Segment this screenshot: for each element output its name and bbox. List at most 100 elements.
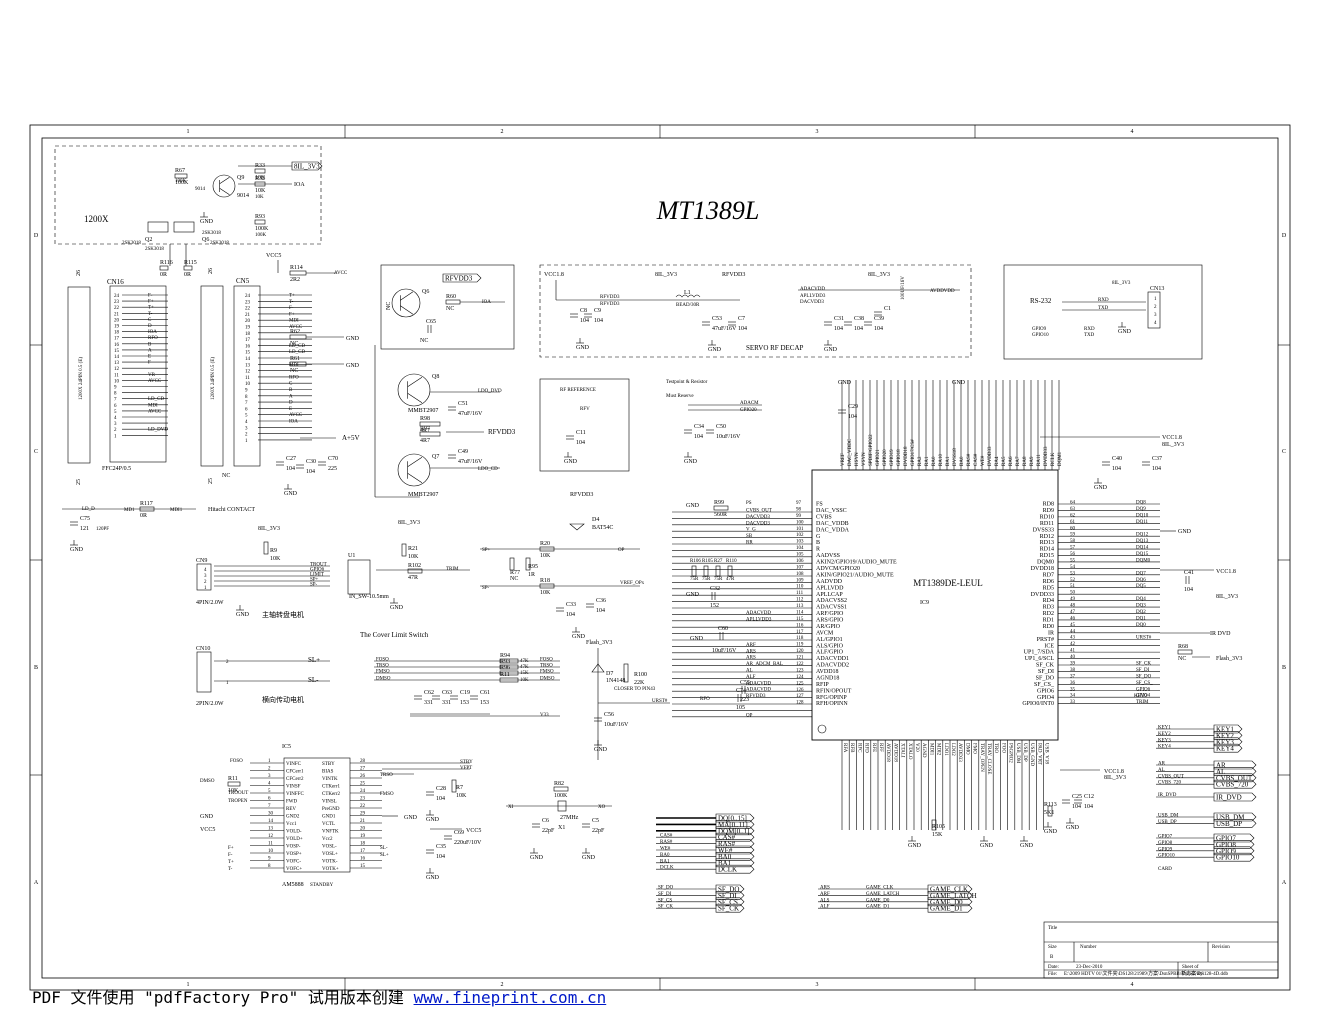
ic9-pin-name-right: SF_CK: [1036, 663, 1055, 669]
resistor-ref: R94: [500, 653, 510, 659]
net-port-label: RFVDD3: [445, 275, 473, 283]
ic9-pin-left: 125: [796, 681, 804, 686]
ic9-pin-name-top: RA11: [1037, 454, 1042, 466]
rblock-value: 47K: [520, 665, 529, 670]
mosfet-q2: [147, 221, 169, 233]
capacitor-value: 152: [710, 603, 719, 609]
r105-value: 15K: [932, 832, 943, 838]
ic5-pin-name-left: VINFC: [286, 762, 302, 767]
ic9-pin-name-right: RD4: [1043, 598, 1054, 604]
q8-type: MMBT2907: [408, 408, 438, 414]
r77-ref: R77: [510, 570, 520, 576]
lbus-r-value: 75R: [714, 577, 723, 582]
game-net: GAME_LATCH: [866, 892, 900, 897]
ic9-8il-bottom: 8IL_3V3: [1104, 775, 1126, 781]
cn5-pin-num: 12: [245, 370, 251, 375]
rs232-label: RS-232: [1030, 297, 1052, 305]
ic9-pin-name-top: DVDD18: [904, 446, 909, 466]
capacitor-value: 104: [834, 326, 843, 332]
net-port-label: KEY4: [1216, 745, 1234, 753]
tb-revision: Revision: [1212, 945, 1230, 950]
ic5-pin-left: 2: [268, 767, 271, 772]
capacitor-value: 22pF: [592, 828, 605, 834]
key-net: KEY3: [1158, 738, 1171, 743]
ic9-pin-name-right: GPIO0/INT0: [1022, 701, 1054, 707]
ic9-pin-name-right: RD3: [1043, 605, 1054, 611]
ic5-ref: IC5: [282, 744, 291, 750]
inductor-l1: [675, 294, 701, 298]
net-port: [291, 161, 323, 171]
resistor-ref: R62: [290, 329, 300, 335]
x1-ref: X1: [558, 825, 565, 831]
grid-row-label: D: [34, 233, 39, 239]
ic9-pin-name-left: RFH/OPINN: [816, 701, 848, 707]
resistor: [289, 334, 307, 340]
ic9-net-right: DQ8: [1136, 501, 1146, 506]
ic9-pin-left: 106: [796, 559, 804, 564]
ic9-pin-left: 119: [796, 643, 804, 648]
r113-ref: R113: [1044, 802, 1057, 808]
gnd-label: GND: [908, 843, 922, 849]
ic9-pin-left: 115: [796, 617, 804, 622]
net-port-label: AR: [1216, 762, 1226, 770]
cn10-slplus: SL+: [308, 656, 320, 664]
capacitor-ref: C33: [566, 602, 576, 608]
resistor: [1177, 649, 1193, 655]
cn16-pin-num: 12: [114, 367, 120, 372]
grid-col-label: 3: [816, 129, 819, 135]
ic5-pin-right: 28: [360, 759, 366, 764]
ic9-pin-name-right: RD6: [1043, 579, 1054, 585]
rf-reference-net: RFV: [580, 407, 590, 412]
ic9-net-right: URST#: [1136, 636, 1152, 641]
r100-value: 22K: [634, 680, 645, 686]
r9-ref: R9: [270, 548, 277, 554]
lbus-net: RFVDD3: [746, 694, 766, 699]
resistor: [174, 173, 188, 179]
ic5-pin-left: 11: [268, 842, 273, 847]
ic9-pin-name-top: HSYN: [855, 452, 860, 466]
ic9-pin-name-right: SF_DO: [1036, 675, 1055, 681]
capacitor-ref: C27: [286, 456, 296, 462]
rs232-rxd2: RXD: [1084, 327, 1095, 332]
ic5-net-sl: SL+: [380, 853, 389, 858]
resistor: [289, 270, 307, 276]
capacitor-ref: C19: [460, 690, 470, 696]
ic9-pin-name-top: RA10: [939, 454, 944, 466]
ic9-net-right: GPIO6: [1136, 687, 1151, 692]
ic5-net-left-out: T-: [228, 867, 233, 872]
ic9-net-right: DQ14: [1136, 546, 1149, 551]
resistor: [1047, 805, 1053, 817]
net-port-label: KEY2: [1216, 732, 1234, 740]
resistor-value: 10K: [228, 788, 239, 794]
capacitor-value: 104: [436, 854, 445, 860]
transistor-lead: [219, 176, 230, 185]
resistor: [159, 265, 169, 271]
ic9-pin-name-top: RA2: [918, 456, 923, 466]
ic9-net-right: DQ4: [1136, 597, 1146, 602]
ic5-pin-name-left: VINFFC: [286, 792, 304, 797]
capacitor-value: 10uF/16V: [604, 722, 629, 728]
cn16-pin-num: 23: [114, 300, 120, 305]
cn5-signal: F-: [289, 306, 294, 311]
resistor-ref: R32: [255, 176, 265, 182]
ic9-vcc18-bottom: VCC1.8: [1104, 769, 1124, 775]
ic9-ir-dvd: IR DVD: [1210, 631, 1231, 637]
net-port: [1213, 779, 1257, 789]
cn16-signal: AVCC: [148, 379, 162, 384]
a5v-net: A+5V: [342, 434, 360, 442]
ic9-pin-left: 101: [796, 527, 804, 532]
ic9-pin-left: 117: [796, 630, 804, 635]
ic9-pin-name-top: WE#: [981, 455, 986, 466]
transistor-lead: [407, 456, 423, 468]
resistor: [499, 658, 519, 664]
rblock-value: 15K: [520, 671, 529, 676]
sdram-net: RAS#: [660, 840, 673, 845]
grid-row-label: B: [1282, 665, 1286, 671]
grid-col-label: 1: [187, 129, 190, 135]
ic5-pin-name-right: VOTK-: [322, 860, 338, 865]
ic5-pin-name-left: CFCerr2: [286, 777, 304, 782]
net-port: [715, 903, 745, 913]
footer-link[interactable]: www.fineprint.com.cn: [413, 988, 607, 1007]
rs232-box: [1003, 264, 1203, 360]
net-port: [1213, 743, 1243, 753]
